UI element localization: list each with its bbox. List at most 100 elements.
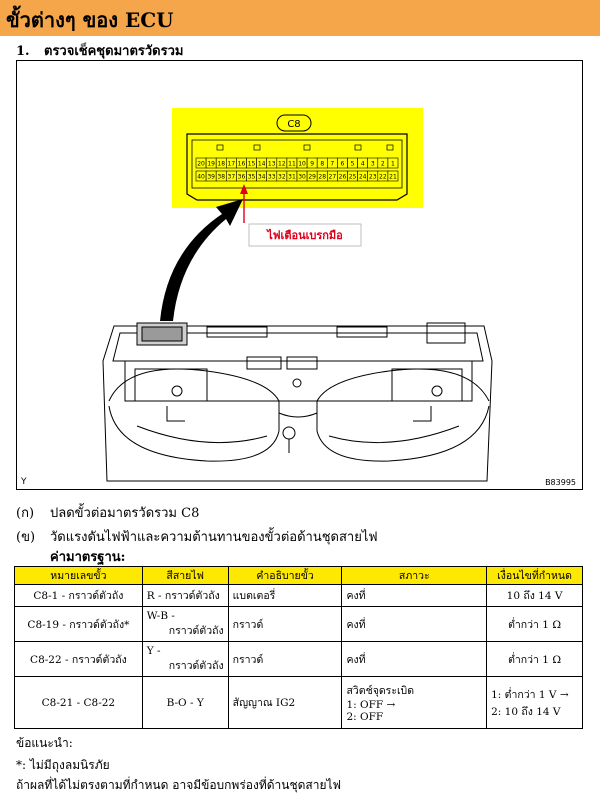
condition-line: คงที่ bbox=[346, 653, 366, 666]
instruction-item: (ก)ปลดขั้วต่อมาตรวัดรวม C8 bbox=[16, 502, 378, 526]
table-header-row: หมายเลขขั้ว สีสายไฟ คำอธิบายขั้ว สภาวะ เ… bbox=[14, 566, 583, 585]
spec-line: 2: 10 ถึง 14 V bbox=[491, 705, 561, 718]
condition-line: 1: OFF → bbox=[346, 699, 396, 711]
pin-number: 29 bbox=[308, 174, 316, 181]
pin-number: 4 bbox=[361, 161, 365, 168]
location-arrow bbox=[160, 199, 243, 321]
pin-number: 36 bbox=[238, 174, 246, 181]
pin-number: 31 bbox=[288, 174, 296, 181]
pin-number: 9 bbox=[310, 161, 314, 168]
pin-number: 6 bbox=[341, 161, 345, 168]
description-cell: กราวด์ bbox=[227, 606, 343, 642]
pin-number: 1 bbox=[391, 161, 395, 168]
pin-cell bbox=[387, 170, 399, 182]
instruction-marker: (ก) bbox=[16, 506, 35, 521]
spec-cell: ต่ำกว่า 1 Ω bbox=[486, 606, 583, 642]
callout-box bbox=[248, 223, 362, 247]
terminal-cell: C8-19 - กราวด์ตัวถัง* bbox=[14, 606, 143, 642]
pin-number: 2 bbox=[381, 161, 385, 168]
step-number: 1. bbox=[16, 44, 30, 59]
terminal-cell: C8-21 - C8-22 bbox=[14, 676, 143, 729]
figure-corner-mark: Y bbox=[21, 477, 27, 487]
pin-number: 37 bbox=[228, 174, 236, 181]
table-row: C8-22 - กราวด์ตัวถัง Y -กราวด์ตัวถัง กรา… bbox=[14, 641, 583, 677]
note-harness: ถ้าผลที่ได้ไม่ตรงตามที่กำหนด อาจมีข้อบกพ… bbox=[16, 778, 342, 792]
section-banner: ขั้วต่างๆ ของ ECU bbox=[0, 0, 600, 36]
terminal-cell: C8-22 - กราวด์ตัวถัง bbox=[14, 641, 143, 677]
pin-number: 35 bbox=[248, 174, 256, 181]
connector-label-bubble bbox=[276, 114, 312, 132]
step-text: ตรวจเช็คชุดมาตรวัดรวม bbox=[44, 44, 184, 59]
description-cell: กราวด์ bbox=[227, 641, 343, 677]
pin-number: 23 bbox=[369, 174, 377, 181]
pin-number: 22 bbox=[379, 174, 387, 181]
table-row: C8-1 - กราวด์ตัวถัง R - กราวด์ตัวถัง แบต… bbox=[14, 584, 583, 607]
pin-number: 25 bbox=[349, 174, 357, 181]
pin-number: 28 bbox=[318, 174, 326, 181]
standard-value-table: หมายเลขขั้ว สีสายไฟ คำอธิบายขั้ว สภาวะ เ… bbox=[14, 566, 583, 729]
column-header: หมายเลขขั้ว bbox=[14, 566, 143, 585]
step-heading: 1. ตรวจเช็คชุดมาตรวัดรวม bbox=[16, 40, 183, 61]
condition-line: 2: OFF bbox=[346, 711, 384, 723]
pin-number: 16 bbox=[238, 161, 246, 168]
column-header: คำอธิบายขั้ว bbox=[227, 566, 343, 585]
spec-line: ต่ำกว่า 1 Ω bbox=[508, 653, 562, 666]
pin-number: 32 bbox=[278, 174, 286, 181]
description-cell: สัญญาณ IG2 bbox=[227, 676, 343, 729]
wire-color-line: W-B - bbox=[146, 609, 175, 622]
pin-number: 30 bbox=[298, 174, 306, 181]
condition-cell: คงที่ bbox=[341, 641, 488, 677]
pin-number: 38 bbox=[217, 174, 225, 181]
pin-number: 34 bbox=[258, 174, 266, 181]
wire-color-line: B-O - Y bbox=[166, 696, 204, 709]
wire-color-line: R - กราวด์ตัวถัง bbox=[146, 590, 220, 602]
pin-number: 8 bbox=[320, 161, 324, 168]
pin-number: 17 bbox=[228, 161, 236, 168]
pin-number: 21 bbox=[389, 174, 397, 181]
pin-number: 12 bbox=[278, 161, 286, 168]
pin-number: 10 bbox=[298, 161, 306, 168]
wire-color-cell: R - กราวด์ตัวถัง bbox=[141, 584, 229, 607]
page-title: ขั้วต่างๆ ของ ECU bbox=[6, 8, 174, 32]
wire-color-line: กราวด์ตัวถัง bbox=[168, 624, 224, 637]
pin-number: 39 bbox=[207, 174, 215, 181]
condition-line: สวิตช์จุดระเบิด bbox=[346, 685, 415, 697]
description-cell: แบตเตอรี่ bbox=[227, 584, 343, 607]
spec-cell: 10 ถึง 14 V bbox=[486, 584, 583, 607]
spec-cell: 1: ต่ำกว่า 1 V → 2: 10 ถึง 14 V bbox=[486, 676, 583, 729]
pin-number: 18 bbox=[217, 161, 225, 168]
pin-number: 40 bbox=[197, 174, 205, 181]
wire-color-cell: B-O - Y bbox=[141, 676, 229, 729]
pin-number: 13 bbox=[268, 161, 276, 168]
terminal-cell: C8-1 - กราวด์ตัวถัง bbox=[14, 584, 143, 607]
table-row: C8-19 - กราวด์ตัวถัง* W-B -กราวด์ตัวถัง … bbox=[14, 606, 583, 642]
pin-number: 7 bbox=[330, 161, 334, 168]
condition-line: คงที่ bbox=[346, 590, 366, 602]
pin-number: 19 bbox=[207, 161, 215, 168]
column-header: เงื่อนไขที่กำหนด bbox=[486, 566, 583, 585]
pin-number: 33 bbox=[268, 174, 276, 181]
instruction-marker: (ข) bbox=[16, 530, 36, 545]
instruction-list: (ก)ปลดขั้วต่อมาตรวัดรวม C8 (ข) วัดแรงดันไ… bbox=[16, 502, 378, 550]
condition-cell: คงที่ bbox=[341, 584, 488, 607]
pin-number: 14 bbox=[258, 161, 266, 168]
pin-number: 24 bbox=[359, 174, 367, 181]
pin-cell bbox=[387, 157, 399, 169]
pin-number: 11 bbox=[288, 161, 296, 168]
table-row: C8-21 - C8-22 B-O - Y สัญญาณ IG2 สวิตช์จ… bbox=[14, 676, 583, 729]
note-airbag: *: ไม่มีถุงลมนิรภัย bbox=[16, 758, 110, 772]
connector-label: C8 bbox=[287, 119, 300, 130]
column-header: สภาวะ bbox=[341, 566, 488, 585]
condition-line: คงที่ bbox=[346, 618, 366, 631]
spec-line: 1: ต่ำกว่า 1 V → bbox=[491, 688, 569, 701]
note-heading: ข้อแนะนำ: bbox=[16, 736, 73, 750]
figure-code: B83995 bbox=[545, 478, 576, 487]
pin-number: 15 bbox=[248, 161, 256, 168]
pin-number: 26 bbox=[339, 174, 347, 181]
wire-color-cell: Y -กราวด์ตัวถัง bbox=[141, 641, 229, 677]
instruction-text: วัดแรงดันไฟฟ้าและความต้านทานของขั้วต่อด้… bbox=[50, 530, 378, 545]
